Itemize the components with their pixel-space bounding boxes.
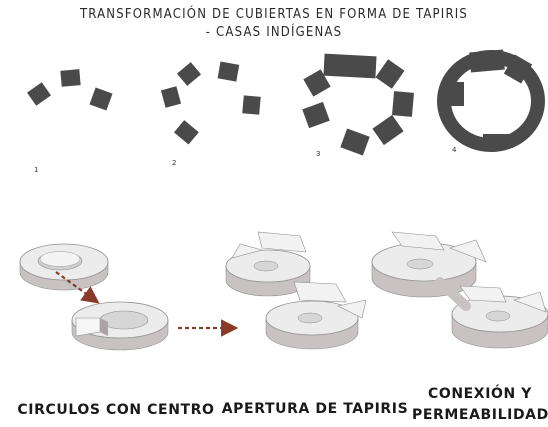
open-tapiri-model-bottom bbox=[265, 281, 367, 350]
step-1-blocks bbox=[27, 69, 113, 111]
step-3-blocks bbox=[302, 53, 415, 156]
down-arrow bbox=[55, 271, 100, 304]
step-2-number: 2 bbox=[172, 159, 176, 167]
step-3-number: 3 bbox=[316, 150, 320, 158]
connection-bridge bbox=[435, 277, 471, 311]
diagram-title-line2: - CASAS INDÍGENAS bbox=[205, 25, 343, 40]
step-4-ring bbox=[437, 49, 545, 152]
step-1-number: 1 bbox=[34, 166, 38, 174]
diagram-title-line1: TRANSFORMACIÓN DE CUBIERTAS EN FORMA DE … bbox=[79, 7, 469, 22]
connected-tapiri-model-bottom bbox=[451, 285, 548, 349]
connected-tapiri-model-top bbox=[371, 231, 487, 298]
open-tapiri-model-top bbox=[225, 231, 311, 297]
caption-opening: APERTURA DE TAPIRIS bbox=[221, 401, 409, 417]
caption-connection-line2: PERMEABILIDAD bbox=[412, 407, 548, 423]
step-4-number: 4 bbox=[452, 146, 457, 154]
step-2-blocks bbox=[160, 61, 261, 145]
concentric-circles-model bbox=[19, 243, 109, 291]
caption-circles: CIRCULOS CON CENTRO bbox=[17, 402, 215, 418]
split-ring-model bbox=[71, 301, 169, 351]
caption-connection-line1: CONEXIÓN Y bbox=[427, 386, 533, 402]
